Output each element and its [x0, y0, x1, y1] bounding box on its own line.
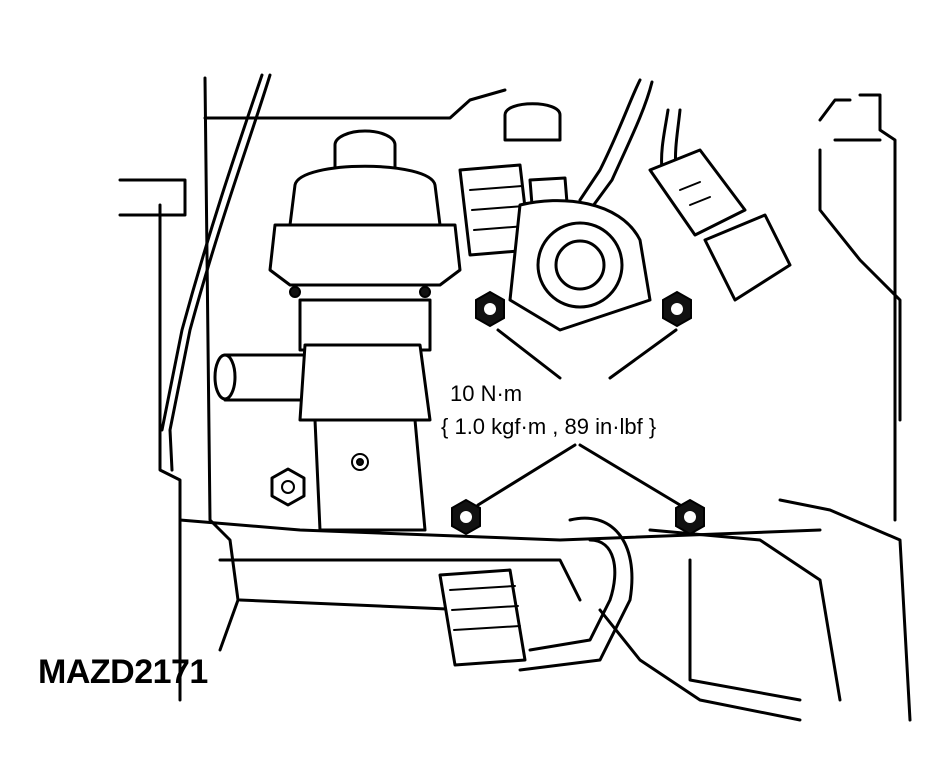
- bolt-upper-left: [475, 290, 505, 328]
- figure-code: MAZD2171: [38, 653, 208, 691]
- leader-lines: [476, 328, 682, 507]
- bolt-lower-left: [451, 498, 481, 536]
- torque-value: 10 N·m: [447, 381, 526, 407]
- bolt-upper-right: [662, 290, 692, 328]
- torque-value-converted: { 1.0 kgf·m , 89 in·lbf }: [438, 414, 660, 440]
- egr-valve: [213, 129, 462, 532]
- water-pipe: [438, 516, 634, 672]
- thermostat-housing: [508, 199, 652, 332]
- bolt-side: [270, 467, 306, 507]
- mounting-bolts: [270, 290, 705, 536]
- electrical-connectors: [458, 102, 792, 302]
- wiring-harness: [160, 73, 682, 472]
- bolt-lower-right: [675, 498, 705, 536]
